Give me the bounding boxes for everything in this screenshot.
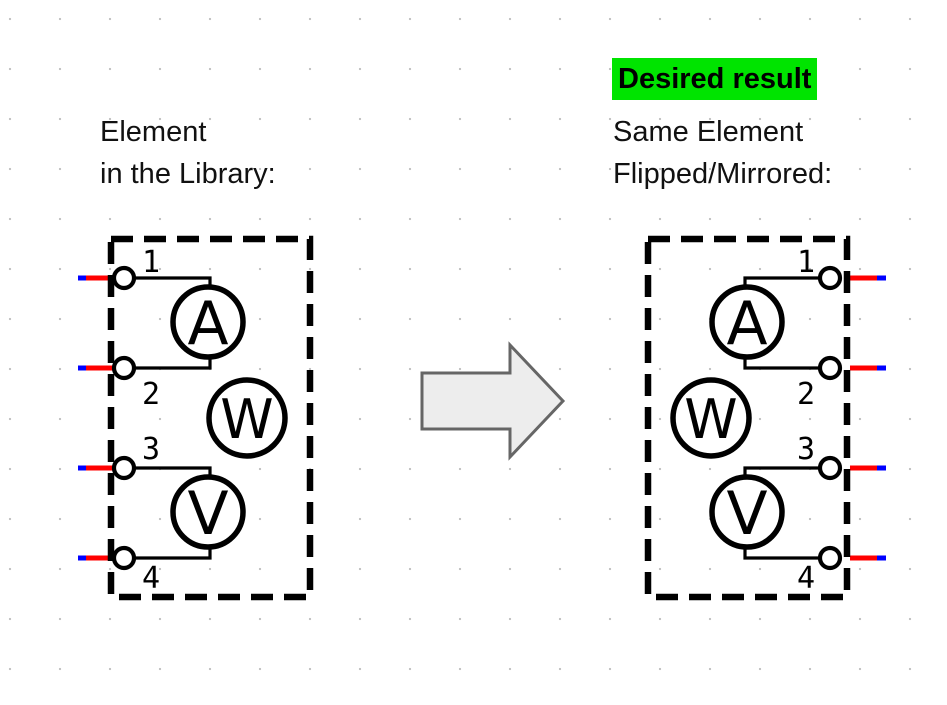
voltmeter-label: V (726, 479, 767, 549)
library-element-boundary-box (107, 235, 314, 601)
wattmeter-label: W (220, 388, 273, 451)
pin4-terminal (817, 545, 843, 571)
right-panel-title: Same Element Flipped/Mirrored: (613, 111, 832, 195)
pin4-number: 4 (142, 561, 160, 596)
pin4-terminal (111, 545, 137, 571)
ammeter-label: A (726, 289, 767, 359)
pin3-number: 3 (142, 432, 160, 467)
pin1-terminal (111, 265, 137, 291)
right-arrow-icon (420, 341, 566, 461)
pin2-terminal (817, 355, 843, 381)
pin1-number: 1 (142, 245, 160, 280)
right-pin-stubs (850, 275, 886, 561)
library-element: A W V 1 2 3 4 (78, 235, 314, 601)
pin3-terminal (111, 455, 137, 481)
voltmeter-label: V (187, 479, 228, 549)
wattmeter-circle (670, 377, 752, 459)
ammeter-circle (170, 284, 246, 360)
pin4-number: 4 (797, 561, 815, 596)
ammeter-circle (709, 284, 785, 360)
mirrored-element-boundary-box (644, 235, 851, 601)
pin1-number: 1 (797, 245, 815, 280)
pin2-number: 2 (797, 377, 815, 412)
pin2-number: 2 (142, 377, 160, 412)
right-title-line-1: Same Element (613, 116, 804, 148)
wattmeter-label: W (684, 388, 737, 451)
right-title-line-2: Flipped/Mirrored: (613, 158, 833, 190)
mirrored-element: A W V 1 2 3 4 (644, 235, 886, 601)
left-panel-title: Element in the Library: (100, 111, 276, 195)
desired-result-badge: Desired result (612, 58, 818, 100)
voltmeter-circle (170, 474, 246, 550)
voltmeter-circle (709, 474, 785, 550)
pin3-number: 3 (797, 432, 815, 467)
pin1-terminal (817, 265, 843, 291)
wattmeter-circle (206, 377, 288, 459)
left-title-line-2: in the Library: (100, 158, 276, 190)
ammeter-label: A (187, 289, 228, 359)
pin2-terminal (111, 355, 137, 381)
pin3-terminal (817, 455, 843, 481)
left-title-line-1: Element (100, 116, 207, 148)
